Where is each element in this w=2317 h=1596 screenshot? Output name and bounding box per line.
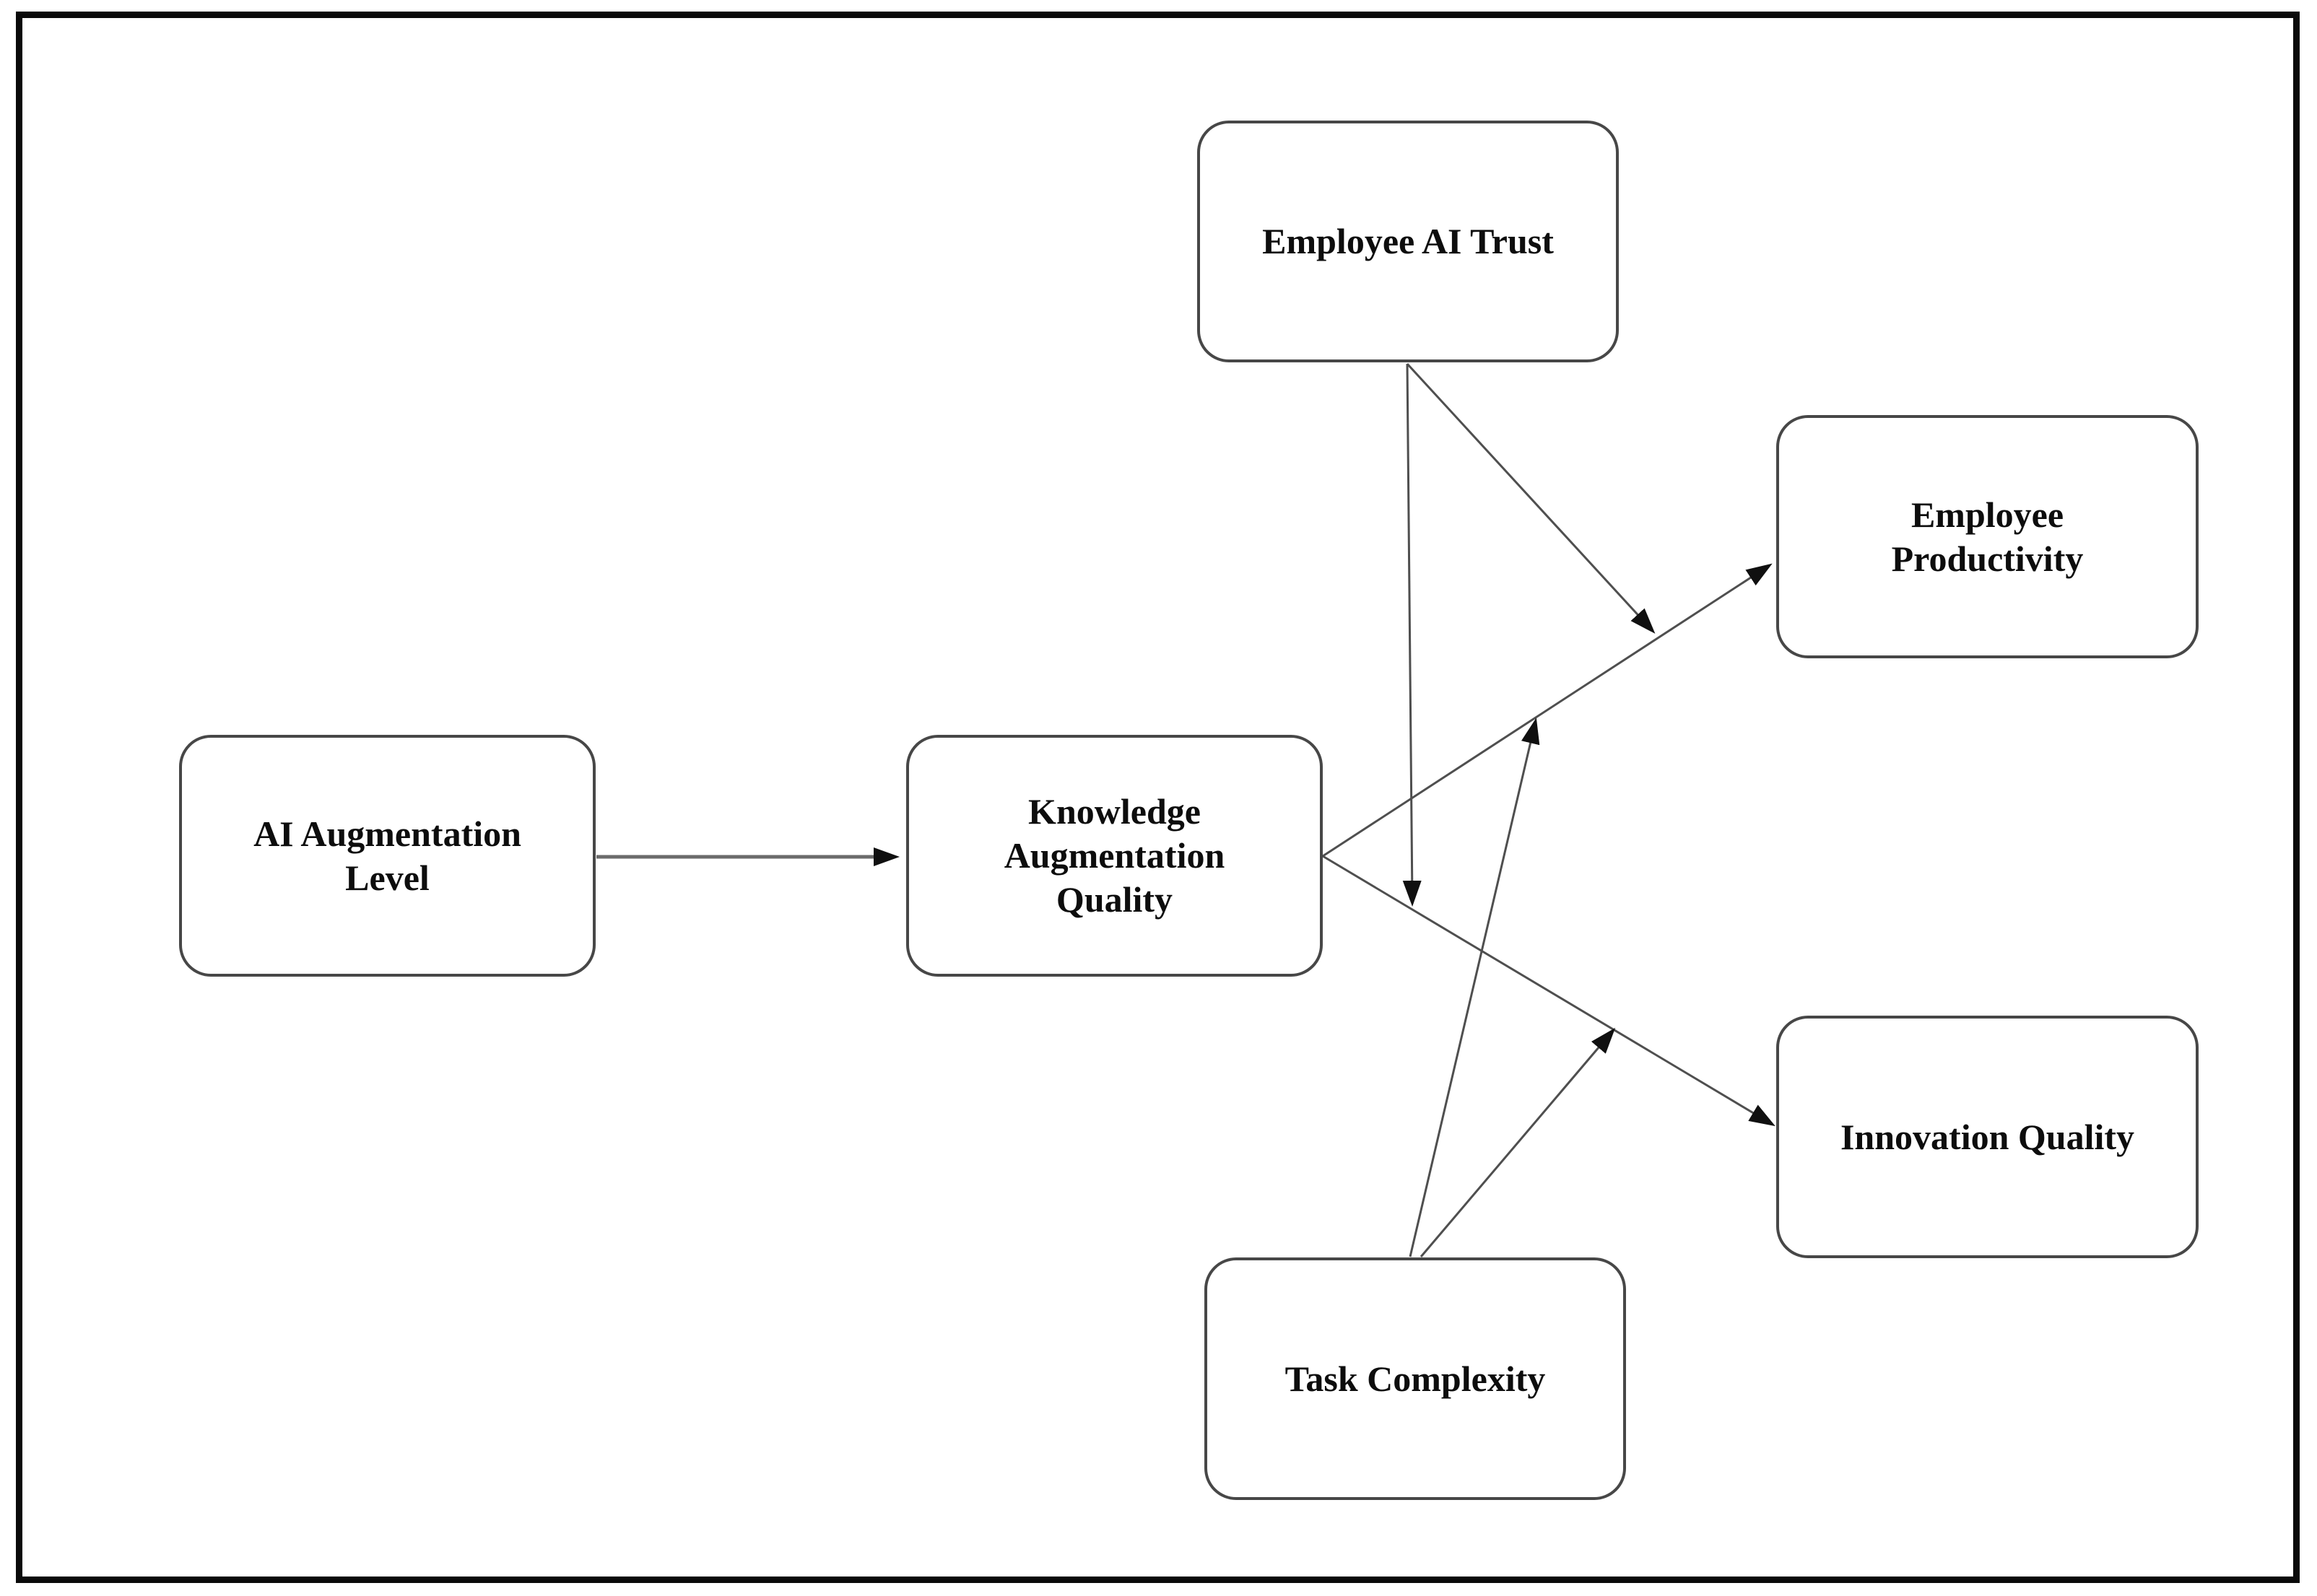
node-ai-augmentation-level: AI Augmentation Level <box>179 735 596 977</box>
node-knowledge-augmentation-quality: Knowledge Augmentation Quality <box>906 735 1323 977</box>
node-employee-productivity: Employee Productivity <box>1776 415 2199 658</box>
node-label: Employee AI Trust <box>1262 221 1554 261</box>
node-task-complexity: Task Complexity <box>1204 1257 1626 1500</box>
edge-kaq-to-employee-productivity-arrow <box>1322 563 1773 858</box>
node-label: Knowledge Augmentation Quality <box>1004 791 1225 920</box>
edge-tc-moderation-on-kaq-iq-path-arrow <box>1420 1027 1616 1257</box>
node-label: AI Augmentation Level <box>253 813 521 898</box>
node-innovation-quality: Innovation Quality <box>1776 1016 2199 1258</box>
edge-kaq-to-innovation-quality-arrow <box>1322 855 1775 1127</box>
node-employee-ai-trust: Employee AI Trust <box>1197 121 1619 362</box>
edge-eat-moderation-on-kaq-ep-path-arrow <box>1406 362 1656 634</box>
node-label: Employee Productivity <box>1891 494 2084 579</box>
node-label: Innovation Quality <box>1840 1116 2135 1157</box>
node-label: Task Complexity <box>1284 1358 1546 1399</box>
edge-eat-moderation-on-kaq-iq-path-arrow <box>1402 363 1422 907</box>
edge-tc-moderation-on-kaq-ep-path-arrow <box>1409 718 1540 1257</box>
